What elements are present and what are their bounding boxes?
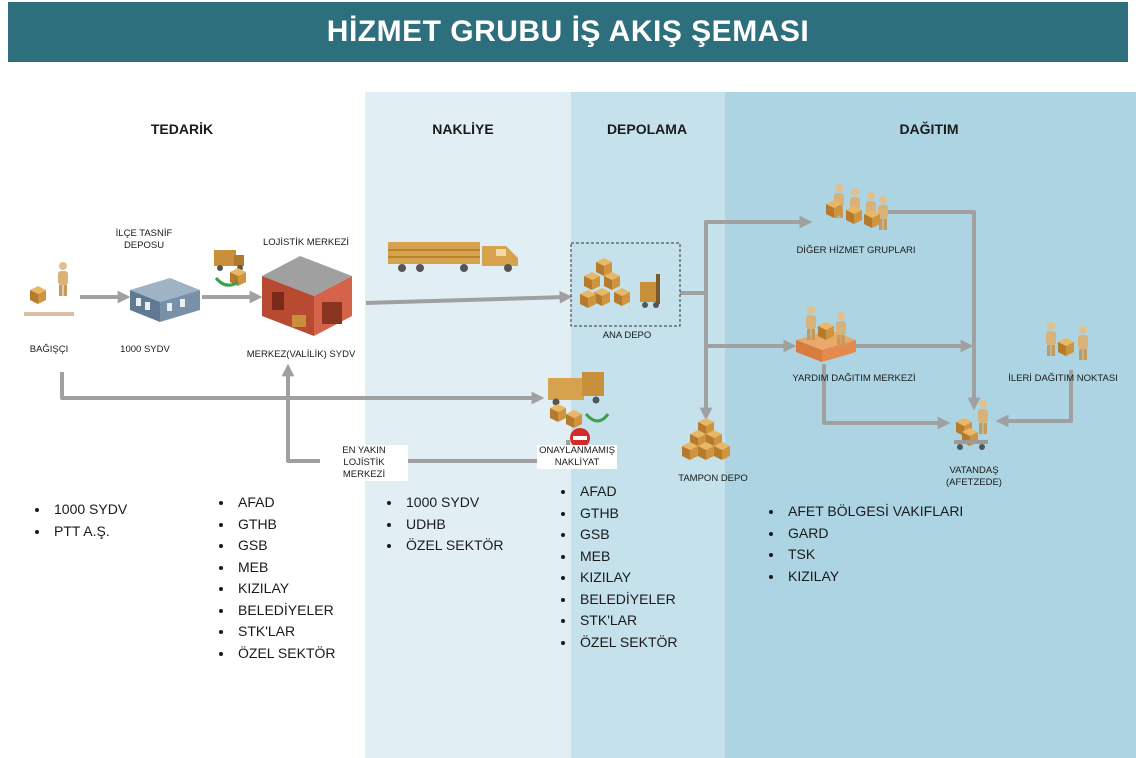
arrow-ileri-vatandas bbox=[995, 370, 1073, 428]
list-depolama: AFADGTHBGSBMEBKIZILAYBELEDİYELERSTK'LARÖ… bbox=[546, 481, 678, 653]
list-item: PTT A.Ş. bbox=[50, 521, 127, 543]
column-head-nakliye: NAKLİYE bbox=[432, 121, 494, 137]
arrow-diger-vatandas bbox=[886, 210, 981, 411]
list-item: ÖZEL SEKTÖR bbox=[402, 535, 504, 557]
forklift-icon bbox=[214, 250, 246, 287]
title-banner: HİZMET GRUBU İŞ AKIŞ ŞEMASI bbox=[8, 2, 1128, 62]
arrow-yardim-vatandas bbox=[822, 364, 951, 430]
column-head-tedarik: TEDARİK bbox=[150, 121, 214, 137]
list-item: GSB bbox=[576, 524, 678, 546]
list-item: 1000 SYDV bbox=[402, 492, 504, 514]
district-depot-icon bbox=[130, 278, 200, 322]
logistics-center-icon bbox=[262, 256, 352, 336]
donor-icon bbox=[24, 262, 74, 316]
forward-distribution-point-icon bbox=[1046, 322, 1088, 360]
list-item: AFET BÖLGESİ VAKIFLARI bbox=[784, 501, 963, 523]
column-head-dagitim: DAĞITIM bbox=[899, 121, 959, 137]
list-tedarik-institutions: AFADGTHBGSBMEBKIZILAYBELEDİYELERSTK'LARÖ… bbox=[204, 492, 336, 664]
list-item: GTHB bbox=[234, 514, 336, 536]
list-item: MEB bbox=[234, 557, 336, 579]
page-title: HİZMET GRUBU İŞ AKIŞ ŞEMASI bbox=[326, 15, 810, 48]
list-item: KIZILAY bbox=[576, 567, 678, 589]
list-item: UDHB bbox=[402, 514, 504, 536]
list-item: AFAD bbox=[576, 481, 678, 503]
aid-distribution-center-icon bbox=[796, 306, 856, 362]
list-dagitim: AFET BÖLGESİ VAKIFLARIGARDTSKKIZILAY bbox=[754, 501, 963, 587]
main-depot-icon bbox=[570, 242, 681, 327]
list-item: GTHB bbox=[576, 503, 678, 525]
list-tedarik-donors: 1000 SYDVPTT A.Ş. bbox=[20, 499, 127, 542]
label-diger-hizmet: DİĞER HİZMET GRUPLARI bbox=[796, 245, 916, 256]
label-tampon-depo: TAMPON DEPO bbox=[678, 473, 748, 484]
label-ana-depo: ANA DEPO bbox=[602, 330, 652, 341]
arrow-bagisci-nakliyat bbox=[60, 372, 545, 405]
list-nakliye: 1000 SYDVUDHBÖZEL SEKTÖR bbox=[372, 492, 504, 557]
label-ilce-tasnif: İLÇE TASNİF DEPOSU bbox=[115, 228, 173, 251]
list-item: STK'LAR bbox=[576, 610, 678, 632]
label-ilce-1000-sydv: 1000 SYDV bbox=[120, 344, 170, 355]
list-item: BELEDİYELER bbox=[234, 600, 336, 622]
arrow-lojistik-anadepo bbox=[365, 290, 573, 305]
unapproved-transport-icon bbox=[548, 372, 610, 428]
list-item: BELEDİYELER bbox=[576, 589, 678, 611]
column-head-depolama: DEPOLAMA bbox=[606, 121, 688, 137]
list-item: KIZILAY bbox=[784, 566, 963, 588]
arrow-to-diger bbox=[704, 215, 813, 350]
list-item: MEB bbox=[576, 546, 678, 568]
list-item: KIZILAY bbox=[234, 578, 336, 600]
list-item: ÖZEL SEKTÖR bbox=[576, 632, 678, 654]
list-item: AFAD bbox=[234, 492, 336, 514]
flow-arrows bbox=[60, 210, 1073, 463]
other-service-groups-icon bbox=[826, 184, 888, 230]
label-onaylanmamis: ONAYLANMAMIŞ NAKLİYAT bbox=[537, 445, 617, 469]
label-merkez-valilik: MERKEZ(VALİLİK) SYDV bbox=[246, 349, 356, 360]
label-ileri-dagitim: İLERİ DAĞITIM NOKTASI bbox=[1008, 373, 1118, 384]
citizen-icon bbox=[954, 400, 988, 450]
label-lojistik-merkezi: LOJİSTİK MERKEZİ bbox=[262, 237, 350, 248]
no-entry-icon bbox=[570, 428, 590, 448]
label-vatandas: VATANDAŞ (AFETZEDE) bbox=[946, 465, 1002, 488]
list-item: GARD bbox=[784, 523, 963, 545]
buffer-depot-icon bbox=[682, 418, 730, 460]
truck-icon bbox=[388, 242, 518, 272]
list-item: STK'LAR bbox=[234, 621, 336, 643]
label-yardim-dagitim: YARDIM DAĞITIM MERKEZİ bbox=[792, 373, 916, 384]
list-item: ÖZEL SEKTÖR bbox=[234, 643, 336, 665]
list-item: 1000 SYDV bbox=[50, 499, 127, 521]
label-en-yakin: EN YAKIN LOJİSTİK MERKEZİ bbox=[320, 445, 408, 481]
label-bagisci: BAĞIŞÇI bbox=[29, 344, 69, 355]
list-item: TSK bbox=[784, 544, 963, 566]
list-item: GSB bbox=[234, 535, 336, 557]
